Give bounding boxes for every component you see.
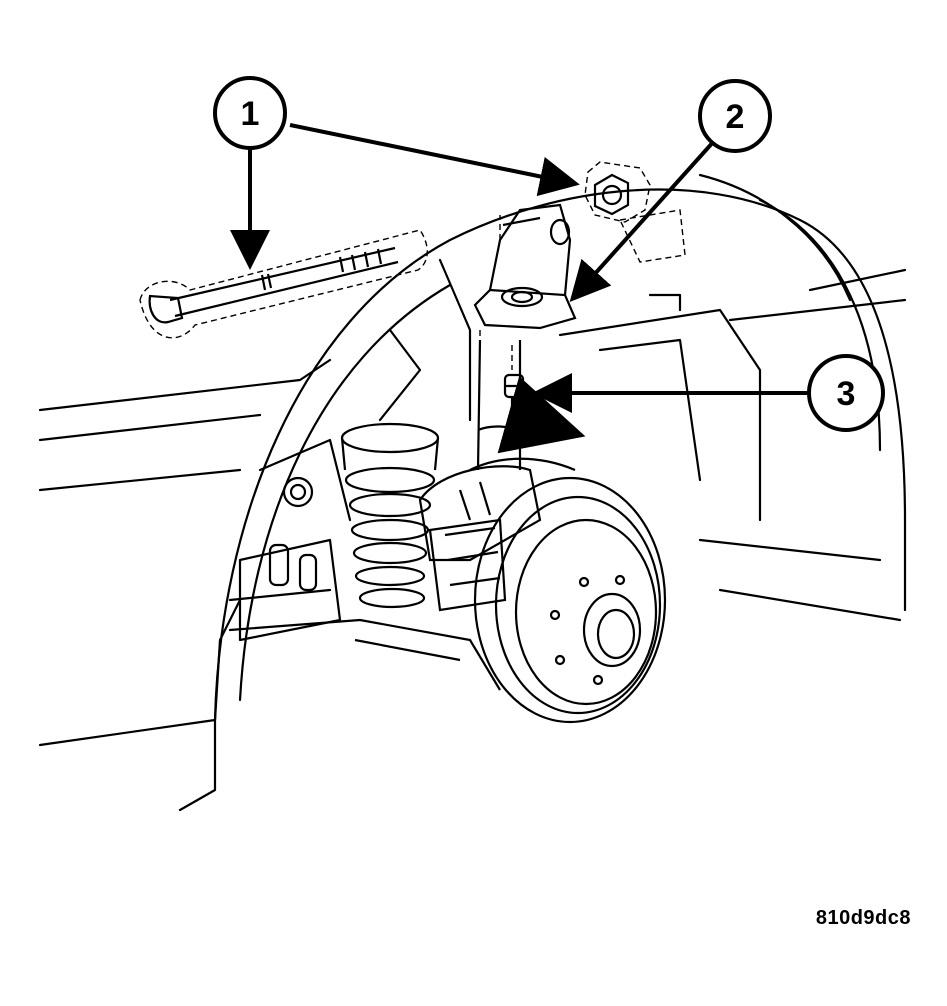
mounting-bracket xyxy=(473,203,577,330)
vehicle-body xyxy=(38,173,907,812)
figure-id: 810d9dc8 xyxy=(815,907,911,929)
callout-2-number: 2 xyxy=(726,98,745,136)
callout-2: 2 xyxy=(698,79,772,153)
callout-leaders xyxy=(230,123,808,454)
brake-caliper xyxy=(418,465,542,612)
callout-1-number: 1 xyxy=(241,95,260,133)
brake-rotor xyxy=(469,457,667,724)
callout-1: 1 xyxy=(213,76,287,150)
bolt-nut-assembly xyxy=(148,173,630,324)
callout-1-leader-nut xyxy=(289,123,580,197)
callout-3: 3 xyxy=(807,354,885,432)
callout-2-leader xyxy=(569,138,717,302)
direction-arrow xyxy=(497,376,586,454)
shock-absorber xyxy=(476,339,525,471)
dashed-outlines xyxy=(139,161,686,370)
coil-spring xyxy=(340,422,501,691)
callout-3-number: 3 xyxy=(837,375,856,413)
